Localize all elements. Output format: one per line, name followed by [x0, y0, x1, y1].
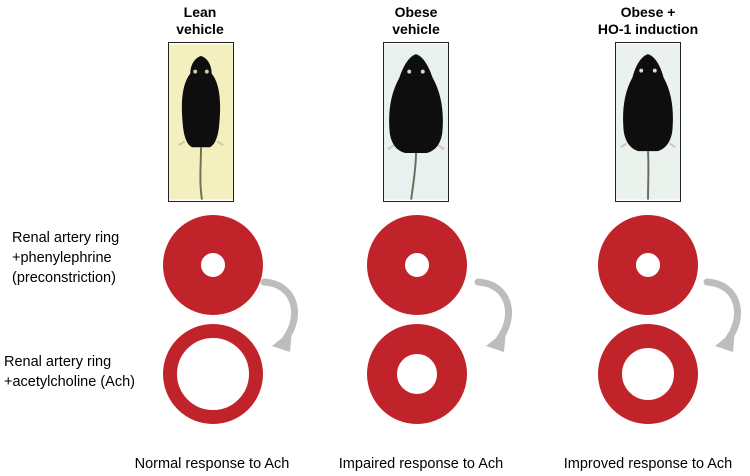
response-label-lean: Normal response to Ach — [134, 456, 290, 472]
artery-ring-preconstricted-lean — [163, 215, 263, 315]
mouse-lean-illustration — [169, 44, 233, 200]
curved-arrow-icon — [260, 278, 298, 352]
mouse-obese-illustration — [384, 44, 448, 200]
artery-ring-ach-obese-ho1 — [598, 324, 698, 424]
row-label-line: +phenylephrine — [12, 250, 112, 266]
mouse-photo-obese — [383, 42, 449, 202]
response-label-obese: Impaired response to Ach — [338, 456, 504, 472]
column-title-line: Obese + — [620, 4, 676, 20]
column-title-line: vehicle — [392, 21, 440, 37]
column-title-line: vehicle — [176, 21, 224, 37]
mouse-obese-ho1-illustration — [616, 44, 680, 200]
curved-arrow-icon — [703, 278, 741, 352]
response-label-obese-ho1: Improved response to Ach — [563, 456, 733, 472]
mouse-photo-obese-ho1 — [615, 42, 681, 202]
column-title-line: Lean — [183, 4, 217, 20]
row-label-line: Renal artery ring — [12, 230, 120, 246]
artery-ring-preconstricted-obese-ho1 — [598, 215, 698, 315]
column-title-obese-ho1: Obese + HO-1 induction — [558, 4, 738, 38]
column-title-line: HO-1 induction — [597, 21, 699, 37]
row-label-line: (preconstriction) — [12, 270, 116, 286]
row-label-acetylcholine: Renal artery ring +acetylcholine (Ach) — [4, 352, 135, 392]
row-label-line: Renal artery ring — [4, 354, 112, 370]
row-label-line: +acetylcholine (Ach) — [4, 374, 135, 390]
mouse-photo-lean — [168, 42, 234, 202]
column-title-obese: Obese vehicle — [326, 4, 506, 38]
artery-ring-ach-lean — [163, 324, 263, 424]
column-title-line: Obese — [394, 4, 438, 20]
artery-ring-ach-obese — [367, 324, 467, 424]
curved-arrow-icon — [474, 278, 512, 352]
column-title-lean: Lean vehicle — [110, 4, 290, 38]
artery-ring-preconstricted-obese — [367, 215, 467, 315]
row-label-preconstriction: Renal artery ring +phenylephrine (precon… — [12, 228, 119, 288]
